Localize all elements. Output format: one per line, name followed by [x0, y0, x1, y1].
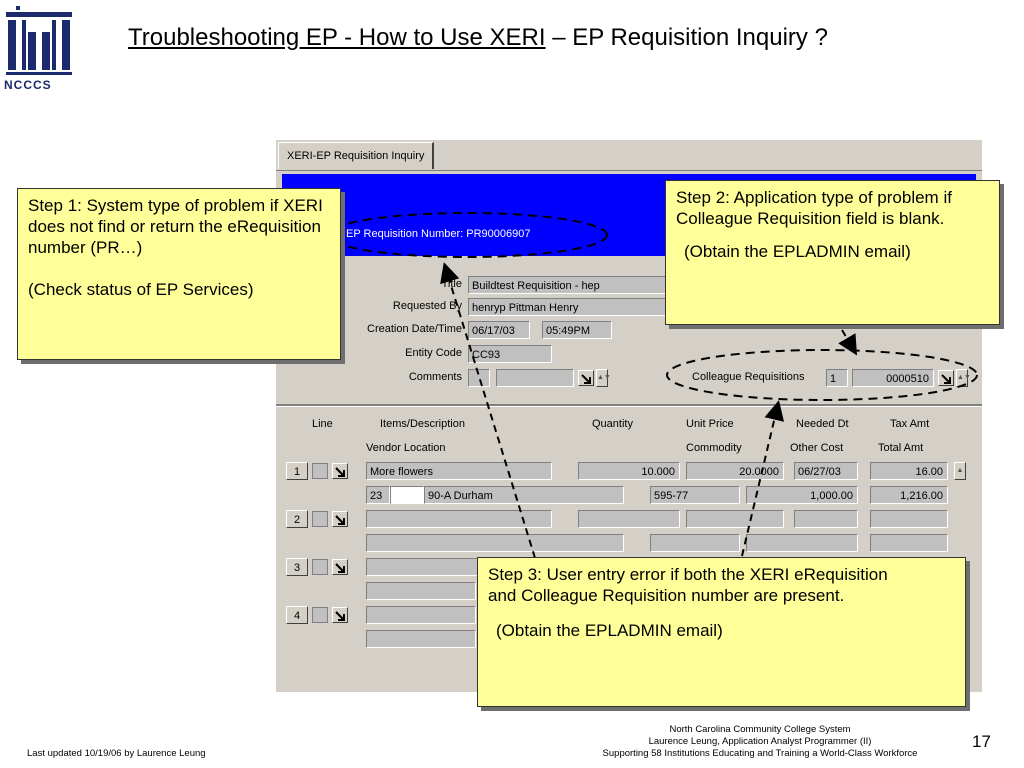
requested-by-field[interactable]: henryp Pittman Henry [468, 298, 668, 316]
line-2-quantity[interactable] [578, 510, 680, 528]
creation-date-label: Creation Date/Time [367, 323, 462, 335]
colleague-req-index-field[interactable]: 1 [826, 369, 848, 387]
line-1-description[interactable]: More flowers [366, 462, 552, 480]
line-4-check[interactable] [312, 607, 328, 623]
footer-org: North Carolina Community College System [669, 724, 851, 735]
comments-scroll-icon[interactable]: ▲▼ [596, 369, 611, 387]
line-number-2[interactable]: 2 [286, 510, 308, 528]
line-1-unit-price[interactable]: 20.0000 [686, 462, 784, 480]
comments-index-field[interactable] [468, 369, 490, 387]
comments-label: Comments [408, 371, 462, 383]
ncccs-logo: NCCCS [4, 4, 84, 92]
creation-date-field[interactable]: 06/17/03 [468, 321, 530, 339]
page-number: 17 [972, 732, 991, 751]
col-items-description: Items/Description [380, 418, 465, 430]
line-2-commodity[interactable] [650, 534, 740, 552]
footer-tagline: Supporting 58 Institutions Educating and… [602, 748, 918, 759]
col-needed-dt: Needed Dt [796, 418, 849, 430]
footer-author: Laurence Leung, Application Analyst Prog… [648, 736, 872, 747]
line-1-commodity[interactable]: 595-77 [650, 486, 740, 504]
line-4-description[interactable] [366, 606, 476, 624]
colleague-req-scroll-icon[interactable]: ▲▼ [956, 369, 971, 387]
step1-callout: Step 1: System type of problem if XERI d… [17, 188, 341, 360]
line-1-quantity[interactable]: 10.000 [578, 462, 680, 480]
line-2-other-cost[interactable] [746, 534, 858, 552]
line-2-lov-icon[interactable] [332, 511, 348, 527]
title-field[interactable]: Buildtest Requisition - hep [468, 276, 668, 294]
col-total-amt: Total Amt [878, 442, 924, 454]
line-2-tax-amt[interactable] [870, 510, 948, 528]
line-1-other-cost[interactable]: 1,000.00 [746, 486, 858, 504]
step1-text: Step 1: System type of problem if XERI d… [28, 196, 323, 257]
comments-lov-icon[interactable] [578, 370, 594, 386]
slide-title: Troubleshooting EP - How to Use XERI – E… [128, 24, 1008, 52]
col-unit-price: Unit Price [686, 418, 734, 430]
step2-callout: Step 2: Application type of problem if C… [665, 180, 1000, 325]
comments-field[interactable] [496, 369, 574, 387]
line-3-lov-icon[interactable] [332, 559, 348, 575]
line-number-1[interactable]: 1 [286, 462, 308, 480]
line-2-unit-price[interactable] [686, 510, 784, 528]
step2-note: (Obtain the EPLADMIN email) [684, 242, 911, 261]
col-other-cost: Other Cost [790, 442, 844, 454]
tab-strip: XERI-EP Requisition Inquiry [276, 140, 982, 171]
step3-note: (Obtain the EPLADMIN email) [496, 621, 723, 640]
colleague-req-field[interactable]: 0000510 [852, 369, 934, 387]
section-separator [276, 404, 982, 407]
line-number-4[interactable]: 4 [286, 606, 308, 624]
entity-code-label: Entity Code [405, 347, 462, 359]
step3-callout: Step 3: User entry error if both the XER… [477, 557, 966, 707]
line-4-vendor-location[interactable] [366, 630, 476, 648]
line-1-check[interactable] [312, 463, 328, 479]
line-1-needed-dt[interactable]: 06/27/03 [794, 462, 858, 480]
line-1-lov-icon[interactable] [332, 463, 348, 479]
entity-code-field[interactable]: CC93 [468, 345, 552, 363]
line-2-total-amt[interactable] [870, 534, 948, 552]
line-4-lov-icon[interactable] [332, 607, 348, 623]
line-3-vendor-location[interactable] [366, 582, 476, 600]
footer-center: North Carolina Community College System … [560, 724, 960, 760]
tab-xeri-ep-requisition-inquiry[interactable]: XERI-EP Requisition Inquiry [278, 142, 435, 169]
line-2-check[interactable] [312, 511, 328, 527]
col-line: Line [312, 418, 333, 430]
line-2-description[interactable] [366, 510, 552, 528]
line-1-vendor-location[interactable]: 90-A Durham [424, 486, 624, 504]
slide-title-rest: – EP Requisition Inquiry ? [545, 24, 828, 51]
line-1-total-amt[interactable]: 1,216.00 [870, 486, 948, 504]
logo-text: NCCCS [4, 78, 52, 92]
footer-last-updated: Last updated 10/19/06 by Laurence Leung [27, 748, 206, 759]
line-2-vendor-location[interactable] [366, 534, 624, 552]
line-number-3[interactable]: 3 [286, 558, 308, 576]
line-3-check[interactable] [312, 559, 328, 575]
line-1-vendor-code[interactable]: 23 [366, 486, 390, 504]
ncccs-logo-icon [6, 6, 72, 75]
slide-title-underlined: Troubleshooting EP - How to Use XERI [128, 24, 546, 51]
step3-text: Step 3: User entry error if both the XER… [488, 565, 888, 605]
lines-scroll-up-icon[interactable]: ▲ [954, 462, 966, 480]
title-label: Title [441, 278, 462, 290]
creation-time-field[interactable]: 05:49PM [542, 321, 612, 339]
colleague-requisitions-label: Colleague Requisitions [692, 371, 805, 383]
line-1-vendor-blank[interactable] [390, 486, 424, 504]
colleague-req-lov-icon[interactable] [938, 370, 954, 386]
col-vendor-location: Vendor Location [366, 442, 446, 454]
step2-text: Step 2: Application type of problem if C… [676, 188, 952, 228]
col-tax-amt: Tax Amt [890, 418, 930, 430]
col-commodity: Commodity [686, 442, 742, 454]
ep-requisition-number-label: EP Requisition Number: PR90006907 [346, 228, 531, 240]
requested-by-label: Requested By [392, 300, 462, 312]
line-2-needed-dt[interactable] [794, 510, 858, 528]
step1-note: (Check status of EP Services) [28, 280, 254, 299]
line-1-tax-amt[interactable]: 16.00 [870, 462, 948, 480]
col-quantity: Quantity [592, 418, 633, 430]
